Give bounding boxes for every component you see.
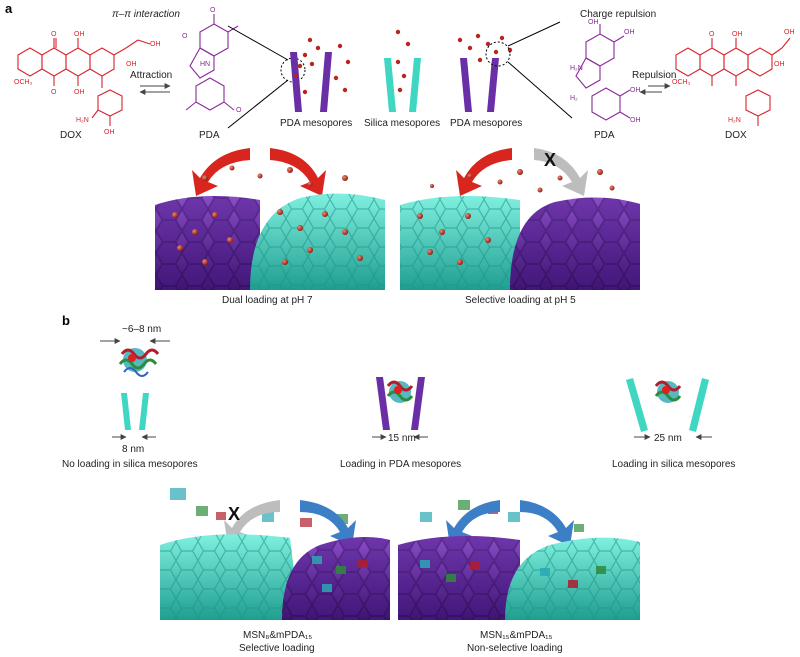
- protein-in-pda-pore: [386, 380, 414, 403]
- dox-och3: OCH₃: [14, 79, 33, 86]
- nanoparticle-scene-selective: [400, 196, 640, 290]
- dox-r-h2n: H₂N: [728, 117, 741, 124]
- blue-arrow-b-right: [520, 500, 574, 546]
- drug-molecules-left-pore: [293, 37, 351, 95]
- dox-r-o-top: O: [709, 31, 715, 38]
- silica-mesopore-center: [384, 58, 421, 112]
- pda-pore-15nm: [376, 377, 425, 430]
- dox-r-oh-chain: OH: [784, 29, 795, 36]
- no-loading-silica-label: No loading in silica mesopores: [62, 459, 198, 470]
- panel-a-letter: a: [5, 1, 13, 16]
- pda-hn-left: HN: [200, 61, 210, 68]
- dox-oh-side: OH: [126, 61, 137, 68]
- zoom-circle-right: [485, 41, 511, 67]
- pda-o-bottom-left: O: [236, 107, 242, 114]
- x-mark-b: X: [228, 504, 240, 524]
- silica-pore-25nm: [626, 378, 709, 432]
- loading-pda-label: Loading in PDA mesopores: [340, 459, 461, 470]
- dox-h2n: H₂N: [76, 117, 89, 124]
- dox-o-top: O: [51, 31, 57, 38]
- repulsion-arrow: [639, 83, 671, 95]
- dox-molecule-right: O OH OCH₃ OH OH H₂N: [672, 29, 795, 126]
- protein-size-label: ~6–8 nm: [122, 324, 161, 335]
- pda-nh2-right: H₂: [570, 95, 578, 102]
- silica-mesopores-label: Silica mesopores: [364, 118, 440, 129]
- panel-b-letter: b: [62, 313, 70, 328]
- pda-o-top-left: O: [210, 7, 216, 14]
- right-combo-label: MSN₁₅&mPDA₁₅: [480, 630, 553, 641]
- dox-label-left: DOX: [60, 130, 82, 141]
- blue-arrow-b-left: [300, 500, 356, 546]
- dox-r-och3: OCH₃: [672, 79, 691, 86]
- pda-mesopores-label-right: PDA mesopores: [450, 118, 522, 129]
- pda-label-right: PDA: [594, 130, 615, 141]
- dox-r-oh-side: OH: [774, 61, 785, 68]
- protein-left: [118, 348, 160, 377]
- dox-oh-sugar: OH: [104, 129, 115, 136]
- loading-silica-label: Loading in silica mesopores: [612, 459, 735, 470]
- pda-label-left: PDA: [199, 130, 220, 141]
- selective-loading-caption: Selective loading at pH 5: [465, 295, 576, 306]
- dox-label-right: DOX: [725, 130, 747, 141]
- pda-oh-top-2: OH: [624, 29, 635, 36]
- pda-molecule-right: OH OH H₂N H₂ OH OH: [570, 19, 641, 124]
- pda-h2n-right: H₂N: [570, 65, 583, 72]
- drug-molecules-right-pore: [457, 33, 513, 63]
- drug-molecules-silica-pore: [395, 29, 411, 93]
- attraction-label: Attraction: [130, 70, 172, 81]
- charge-repulsion-label: Charge repulsion: [580, 9, 656, 20]
- pi-interaction-label: π–π interaction: [112, 9, 180, 20]
- pda-o-minus-left: O: [182, 33, 188, 40]
- pore-size-25: 25 nm: [654, 433, 682, 444]
- dox-oh-chain: OH: [150, 41, 161, 48]
- protein-in-silica-pore: [654, 380, 682, 403]
- pda-oh-bottom-2: OH: [630, 117, 641, 124]
- x-mark-a: X: [544, 150, 556, 170]
- nanoparticle-scene-msn8: [160, 534, 390, 620]
- pda-mesopore-left: [290, 52, 332, 112]
- left-combo-label: MSN₈&mPDA₁₅: [243, 630, 312, 641]
- right-desc-label: Non-selective loading: [467, 643, 563, 654]
- red-arrow-a-right: [270, 148, 326, 196]
- pda-oh-top-1: OH: [588, 19, 599, 26]
- dox-r-oh-top: OH: [732, 31, 743, 38]
- silica-pore-8nm: [121, 393, 149, 430]
- pda-oh-bottom-1: OH: [630, 87, 641, 94]
- dox-oh-bottom: OH: [74, 89, 85, 96]
- pda-mesopore-right: [460, 58, 499, 112]
- gray-arrow-a: [534, 148, 588, 196]
- left-desc-label: Selective loading: [239, 643, 315, 654]
- dual-loading-caption: Dual loading at pH 7: [222, 295, 313, 306]
- blue-arrow-b-mid: [446, 500, 500, 546]
- red-arrow-a-mid: [456, 148, 512, 196]
- pore-size-15: 15 nm: [388, 433, 416, 444]
- nanoparticle-scene-msn15: [398, 536, 640, 620]
- dox-molecule-left: O OH O OH OCH₃ OH OH H₂N OH: [14, 31, 161, 136]
- red-arrow-a-left: [192, 148, 250, 196]
- nanoparticle-scene-dual: [155, 193, 385, 290]
- dox-oh-top: OH: [74, 31, 85, 38]
- attraction-arrow: [139, 83, 171, 95]
- pda-mesopores-label-left: PDA mesopores: [280, 118, 352, 129]
- floating-drug-particles-a: [202, 165, 615, 193]
- dox-o-bottom: O: [51, 89, 57, 96]
- repulsion-label: Repulsion: [632, 70, 676, 81]
- pore-size-8: 8 nm: [122, 444, 144, 455]
- pda-molecule-left: O O HN O: [182, 7, 242, 114]
